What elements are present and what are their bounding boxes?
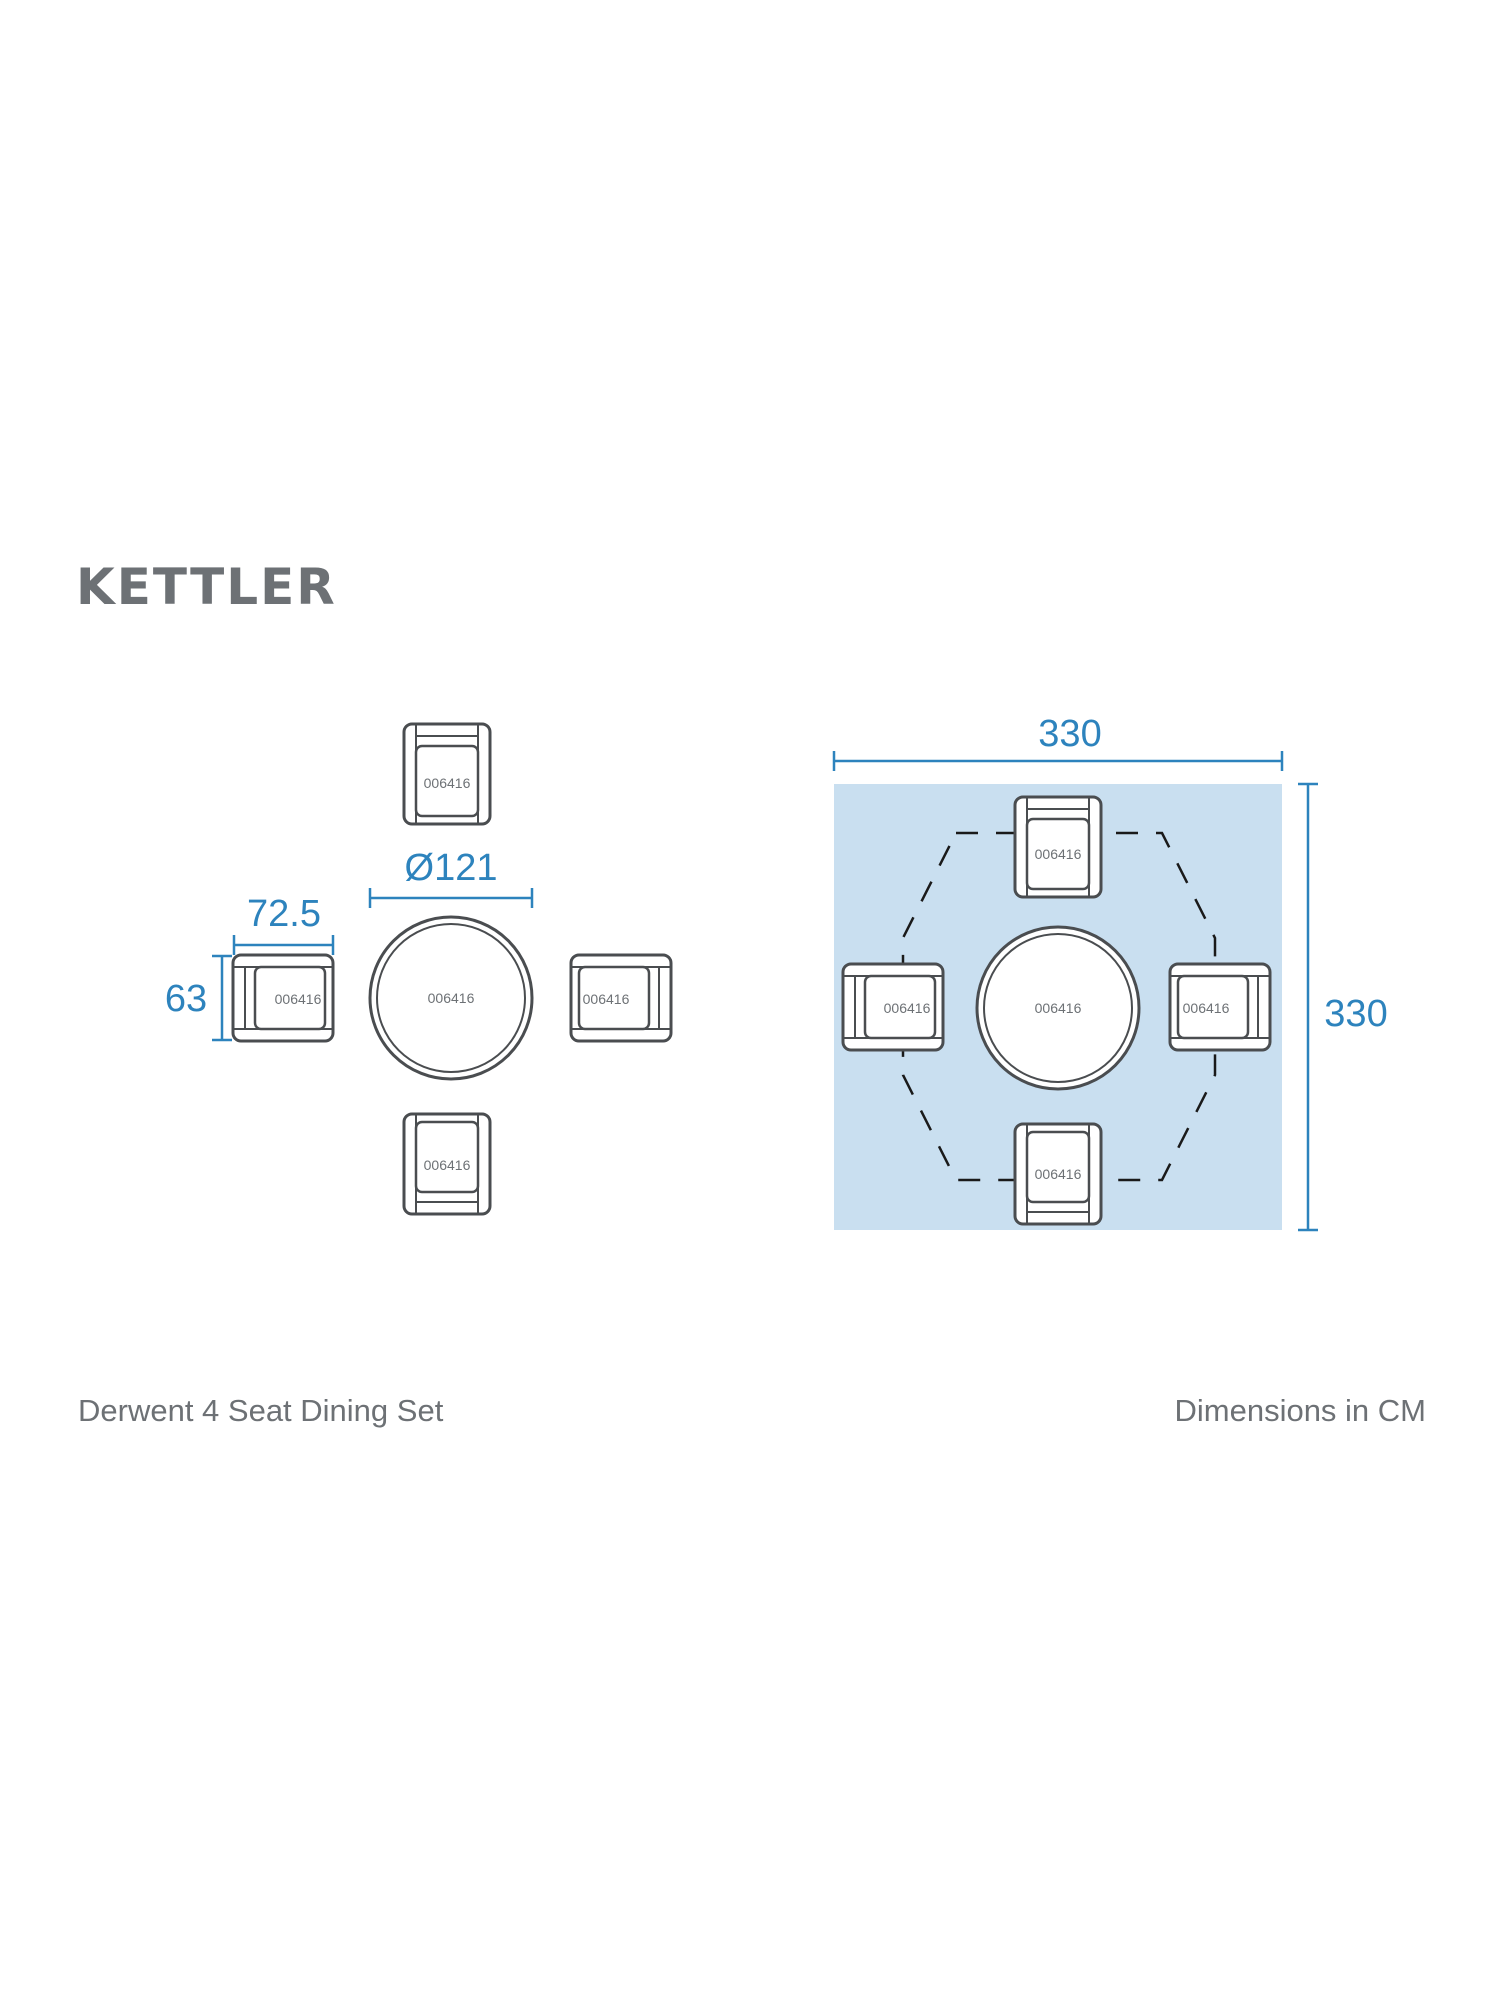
table-code-label: 006416 xyxy=(428,990,475,1006)
chair-width-label: 72.5 xyxy=(247,893,321,935)
chair-code-label: 006416 xyxy=(424,775,471,791)
table-diameter-label: Ø121 xyxy=(405,847,498,889)
chair-width-dimension xyxy=(232,935,335,955)
kettler-logo: KETTLER xyxy=(76,558,337,616)
footprint-depth-label: 330 xyxy=(1324,993,1387,1035)
chair-code-label: 006416 xyxy=(1183,1000,1230,1016)
plan-view: 006416 006416 006416 006416 006416 Ø121 … xyxy=(165,722,673,1216)
chair-top xyxy=(402,722,492,826)
product-name: Derwent 4 Seat Dining Set xyxy=(78,1393,444,1428)
units-note: Dimensions in CM xyxy=(1174,1393,1426,1428)
table-code-label: 006416 xyxy=(1035,1000,1082,1016)
table-diameter-dimension xyxy=(368,888,534,908)
footprint-depth-dimension xyxy=(1298,782,1318,1232)
clearance-outline xyxy=(901,831,1217,1182)
chair-code-label: 006416 xyxy=(275,991,322,1007)
chair-code-label: 006416 xyxy=(424,1157,471,1173)
chair-code-label: 006416 xyxy=(1035,846,1082,862)
footprint-width-label: 330 xyxy=(1038,713,1101,755)
footprint-width-dimension xyxy=(832,751,1284,771)
chair-code-label: 006416 xyxy=(583,991,630,1007)
chair-depth-label: 63 xyxy=(165,978,207,1020)
chair-code-label: 006416 xyxy=(1035,1166,1082,1182)
chair-code-label: 006416 xyxy=(884,1000,931,1016)
chair-depth-dimension xyxy=(212,954,232,1042)
footprint-view: 006416 006416 006416 006416 006416 330 3… xyxy=(832,713,1388,1232)
